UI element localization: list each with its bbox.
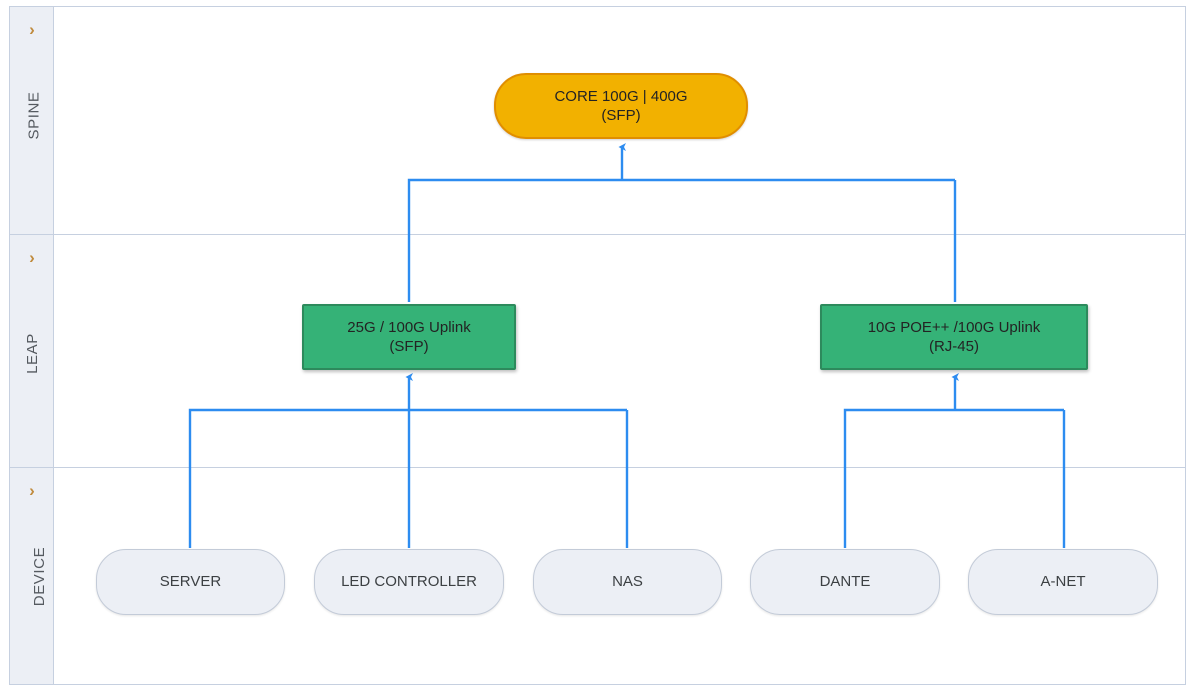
node-core-switch[interactable]: CORE 100G | 400G (SFP) (494, 73, 748, 139)
node-device-server-label: SERVER (159, 573, 222, 591)
swimlane-title-leap-text: LEAP (23, 333, 41, 374)
node-device-led-controller[interactable]: LED CONTROLLER (314, 549, 504, 615)
swimlane-title-leap: LEAP (10, 333, 54, 374)
chevron-right-icon[interactable]: › (29, 20, 35, 39)
swimlane-header-leap[interactable]: › LEAP (10, 235, 54, 467)
node-leaf-switch-rj45-label: 10G POE++ /100G Uplink (RJ-45) (867, 318, 1041, 355)
node-core-switch-label: CORE 100G | 400G (SFP) (554, 87, 688, 124)
swimlane-title-spine: SPINE (10, 91, 54, 139)
node-leaf-switch-sfp-label: 25G / 100G Uplink (SFP) (347, 318, 471, 355)
node-device-dante-label: DANTE (819, 573, 871, 591)
swimlane-header-spine[interactable]: › SPINE (10, 7, 54, 234)
node-leaf-switch-rj45[interactable]: 10G POE++ /100G Uplink (RJ-45) (820, 304, 1088, 370)
node-device-led-controller-label: LED CONTROLLER (341, 573, 477, 591)
swimlane-title-spine-text: SPINE (25, 91, 43, 140)
node-device-a-net[interactable]: A-NET (968, 549, 1158, 615)
chevron-right-icon[interactable]: › (29, 248, 35, 267)
node-device-dante[interactable]: DANTE (750, 549, 940, 615)
swimlane-divider-2 (10, 467, 1185, 468)
swimlane-title-device: DEVICE (10, 547, 54, 606)
node-device-nas-label: NAS (612, 573, 643, 591)
node-device-nas[interactable]: NAS (533, 549, 722, 615)
swimlane-divider-1 (10, 234, 1185, 235)
node-leaf-switch-sfp[interactable]: 25G / 100G Uplink (SFP) (302, 304, 516, 370)
chevron-right-icon[interactable]: › (29, 481, 35, 500)
swimlane-header-device[interactable]: › DEVICE (10, 468, 54, 684)
node-device-server[interactable]: SERVER (96, 549, 285, 615)
node-device-a-net-label: A-NET (1040, 573, 1086, 591)
swimlane-title-device-text: DEVICE (31, 546, 49, 607)
